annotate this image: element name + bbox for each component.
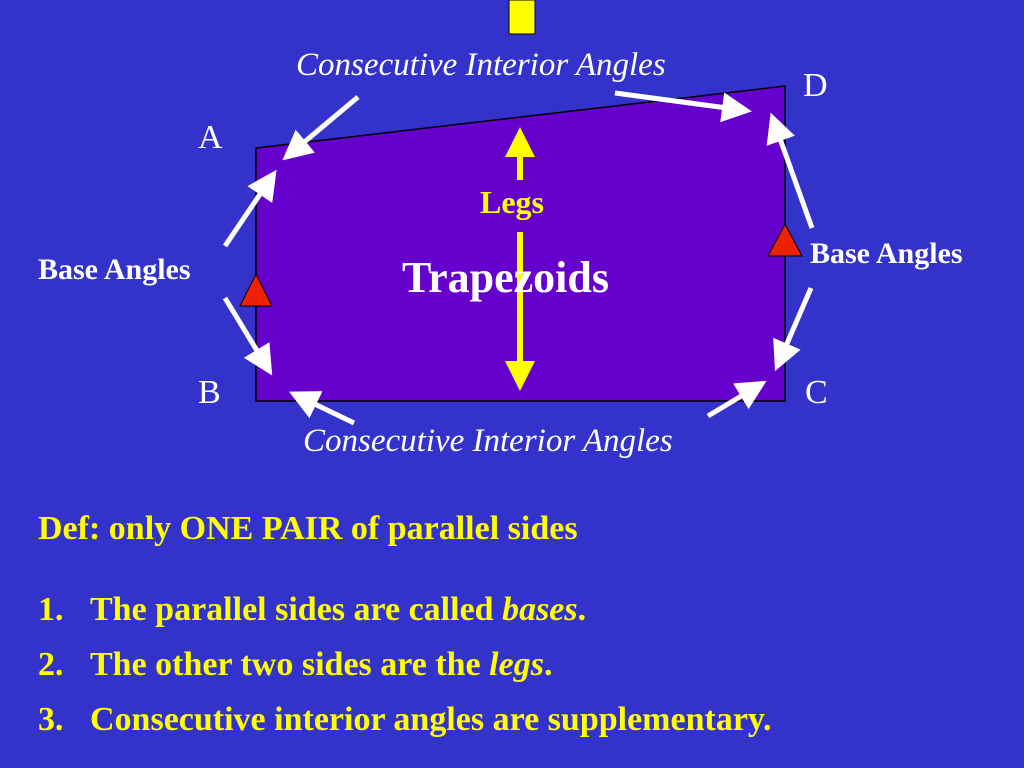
yellow-square-marker-icon bbox=[508, 0, 536, 35]
red-triangle-marker-icon-left bbox=[239, 272, 273, 307]
legs-label: Legs bbox=[480, 184, 544, 220]
arrow-base-right-to-c bbox=[773, 287, 814, 372]
fact-emphasis: legs bbox=[489, 646, 544, 683]
arrow-base-right-to-d bbox=[766, 112, 815, 229]
fact-text: Consecutive interior angles are suppleme… bbox=[90, 701, 772, 738]
facts-list: 1. The parallel sides are called bases. 2… bbox=[38, 582, 772, 747]
arrow-base-left-to-b bbox=[222, 296, 273, 376]
arrow-consecutive-bottom-to-c bbox=[706, 380, 767, 419]
arrow-consecutive-top-to-a bbox=[282, 95, 360, 161]
vertex-label-b: B bbox=[198, 374, 221, 411]
fact-punct: . bbox=[543, 646, 553, 683]
fact-item: 2. The other two sides are the legs. bbox=[38, 637, 772, 692]
arrow-consecutive-top-to-d bbox=[614, 90, 752, 123]
vertex-label-d: D bbox=[803, 67, 828, 104]
fact-item: 3. Consecutive interior angles are supple… bbox=[38, 692, 772, 747]
vertex-label-c: C bbox=[805, 374, 828, 411]
fact-punct: . bbox=[577, 591, 587, 628]
slide-title: Trapezoids bbox=[402, 253, 609, 302]
fact-text: The parallel sides are called bbox=[90, 591, 503, 628]
consecutive-angles-label-bottom: Consecutive Interior Angles bbox=[303, 423, 673, 459]
fact-emphasis: bases bbox=[502, 591, 578, 628]
fact-item: 1. The parallel sides are called bases. bbox=[38, 582, 772, 637]
trapezoid-diagram bbox=[222, 0, 815, 426]
fact-number: 3. bbox=[38, 701, 64, 738]
base-angles-label-right: Base Angles bbox=[810, 237, 963, 270]
definition-text: Def: only ONE PAIR of parallel sides bbox=[38, 510, 578, 547]
fact-number: 2. bbox=[38, 646, 64, 683]
base-angles-label-left: Base Angles bbox=[38, 253, 191, 286]
red-triangle-marker-icon-right bbox=[767, 222, 803, 257]
consecutive-angles-label-top: Consecutive Interior Angles bbox=[296, 47, 666, 83]
arrow-base-left-to-a bbox=[222, 169, 277, 248]
fact-number: 1. bbox=[38, 591, 64, 628]
fact-text: The other two sides are the bbox=[90, 646, 490, 683]
arrow-consecutive-bottom-to-b bbox=[288, 391, 356, 426]
vertex-label-a: A bbox=[198, 119, 223, 156]
